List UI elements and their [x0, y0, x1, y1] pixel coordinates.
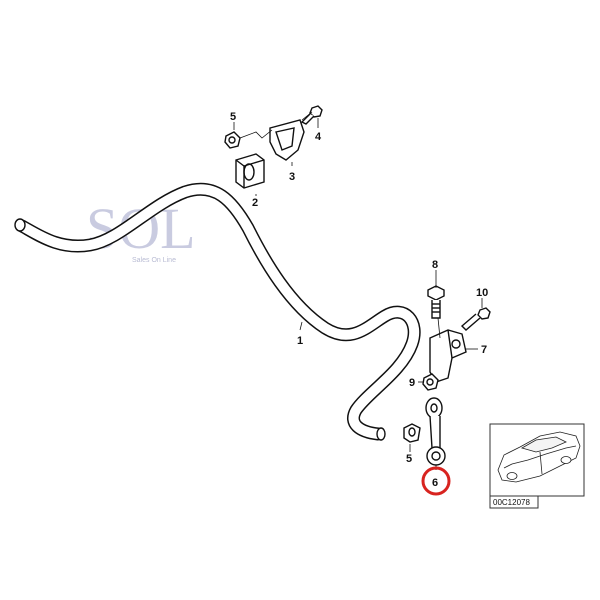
leader-lines-lower — [233, 118, 483, 470]
callout-5-upper: 5 — [230, 111, 236, 123]
callout-7: 7 — [481, 344, 487, 356]
callout-10: 10 — [476, 287, 488, 299]
callout-2: 2 — [252, 197, 258, 209]
callouts: 5 4 3 2 1 8 10 7 9 5 — [230, 111, 488, 465]
car-outline — [497, 431, 581, 483]
bolt-8 — [427, 285, 445, 319]
nut-9 — [422, 373, 439, 391]
watermark-logo: SOL — [86, 196, 196, 261]
bolt-upper — [300, 105, 323, 125]
upper-bracket — [269, 119, 305, 161]
bolt-10 — [460, 307, 491, 331]
callout-9: 9 — [409, 377, 415, 389]
bar-end-left — [14, 218, 26, 232]
watermark: SOL Sales On Line — [86, 196, 196, 264]
highlight-ring — [421, 466, 451, 496]
callout-5-lower: 5 — [406, 453, 412, 465]
nut-lower — [403, 423, 421, 443]
watermark-tagline: Sales On Line — [132, 257, 176, 264]
bar-end-right — [376, 427, 386, 441]
nut-upper — [224, 131, 241, 149]
lower-bracket — [429, 329, 467, 383]
callout-1: 1 — [297, 335, 303, 347]
stabilizer-bar — [14, 182, 421, 441]
stabilizer-link — [425, 397, 446, 466]
callout-6: 6 — [432, 477, 438, 489]
rubber-mount — [235, 153, 265, 189]
leader-lines-upper — [239, 111, 313, 139]
inset-car-view: 00C12078 — [489, 423, 585, 509]
callout-3: 3 — [289, 171, 295, 183]
inset-code: 00C12078 — [493, 498, 530, 507]
highlighted-callout: 6 — [421, 466, 451, 496]
callout-8: 8 — [432, 259, 438, 271]
callout-4: 4 — [315, 131, 322, 143]
